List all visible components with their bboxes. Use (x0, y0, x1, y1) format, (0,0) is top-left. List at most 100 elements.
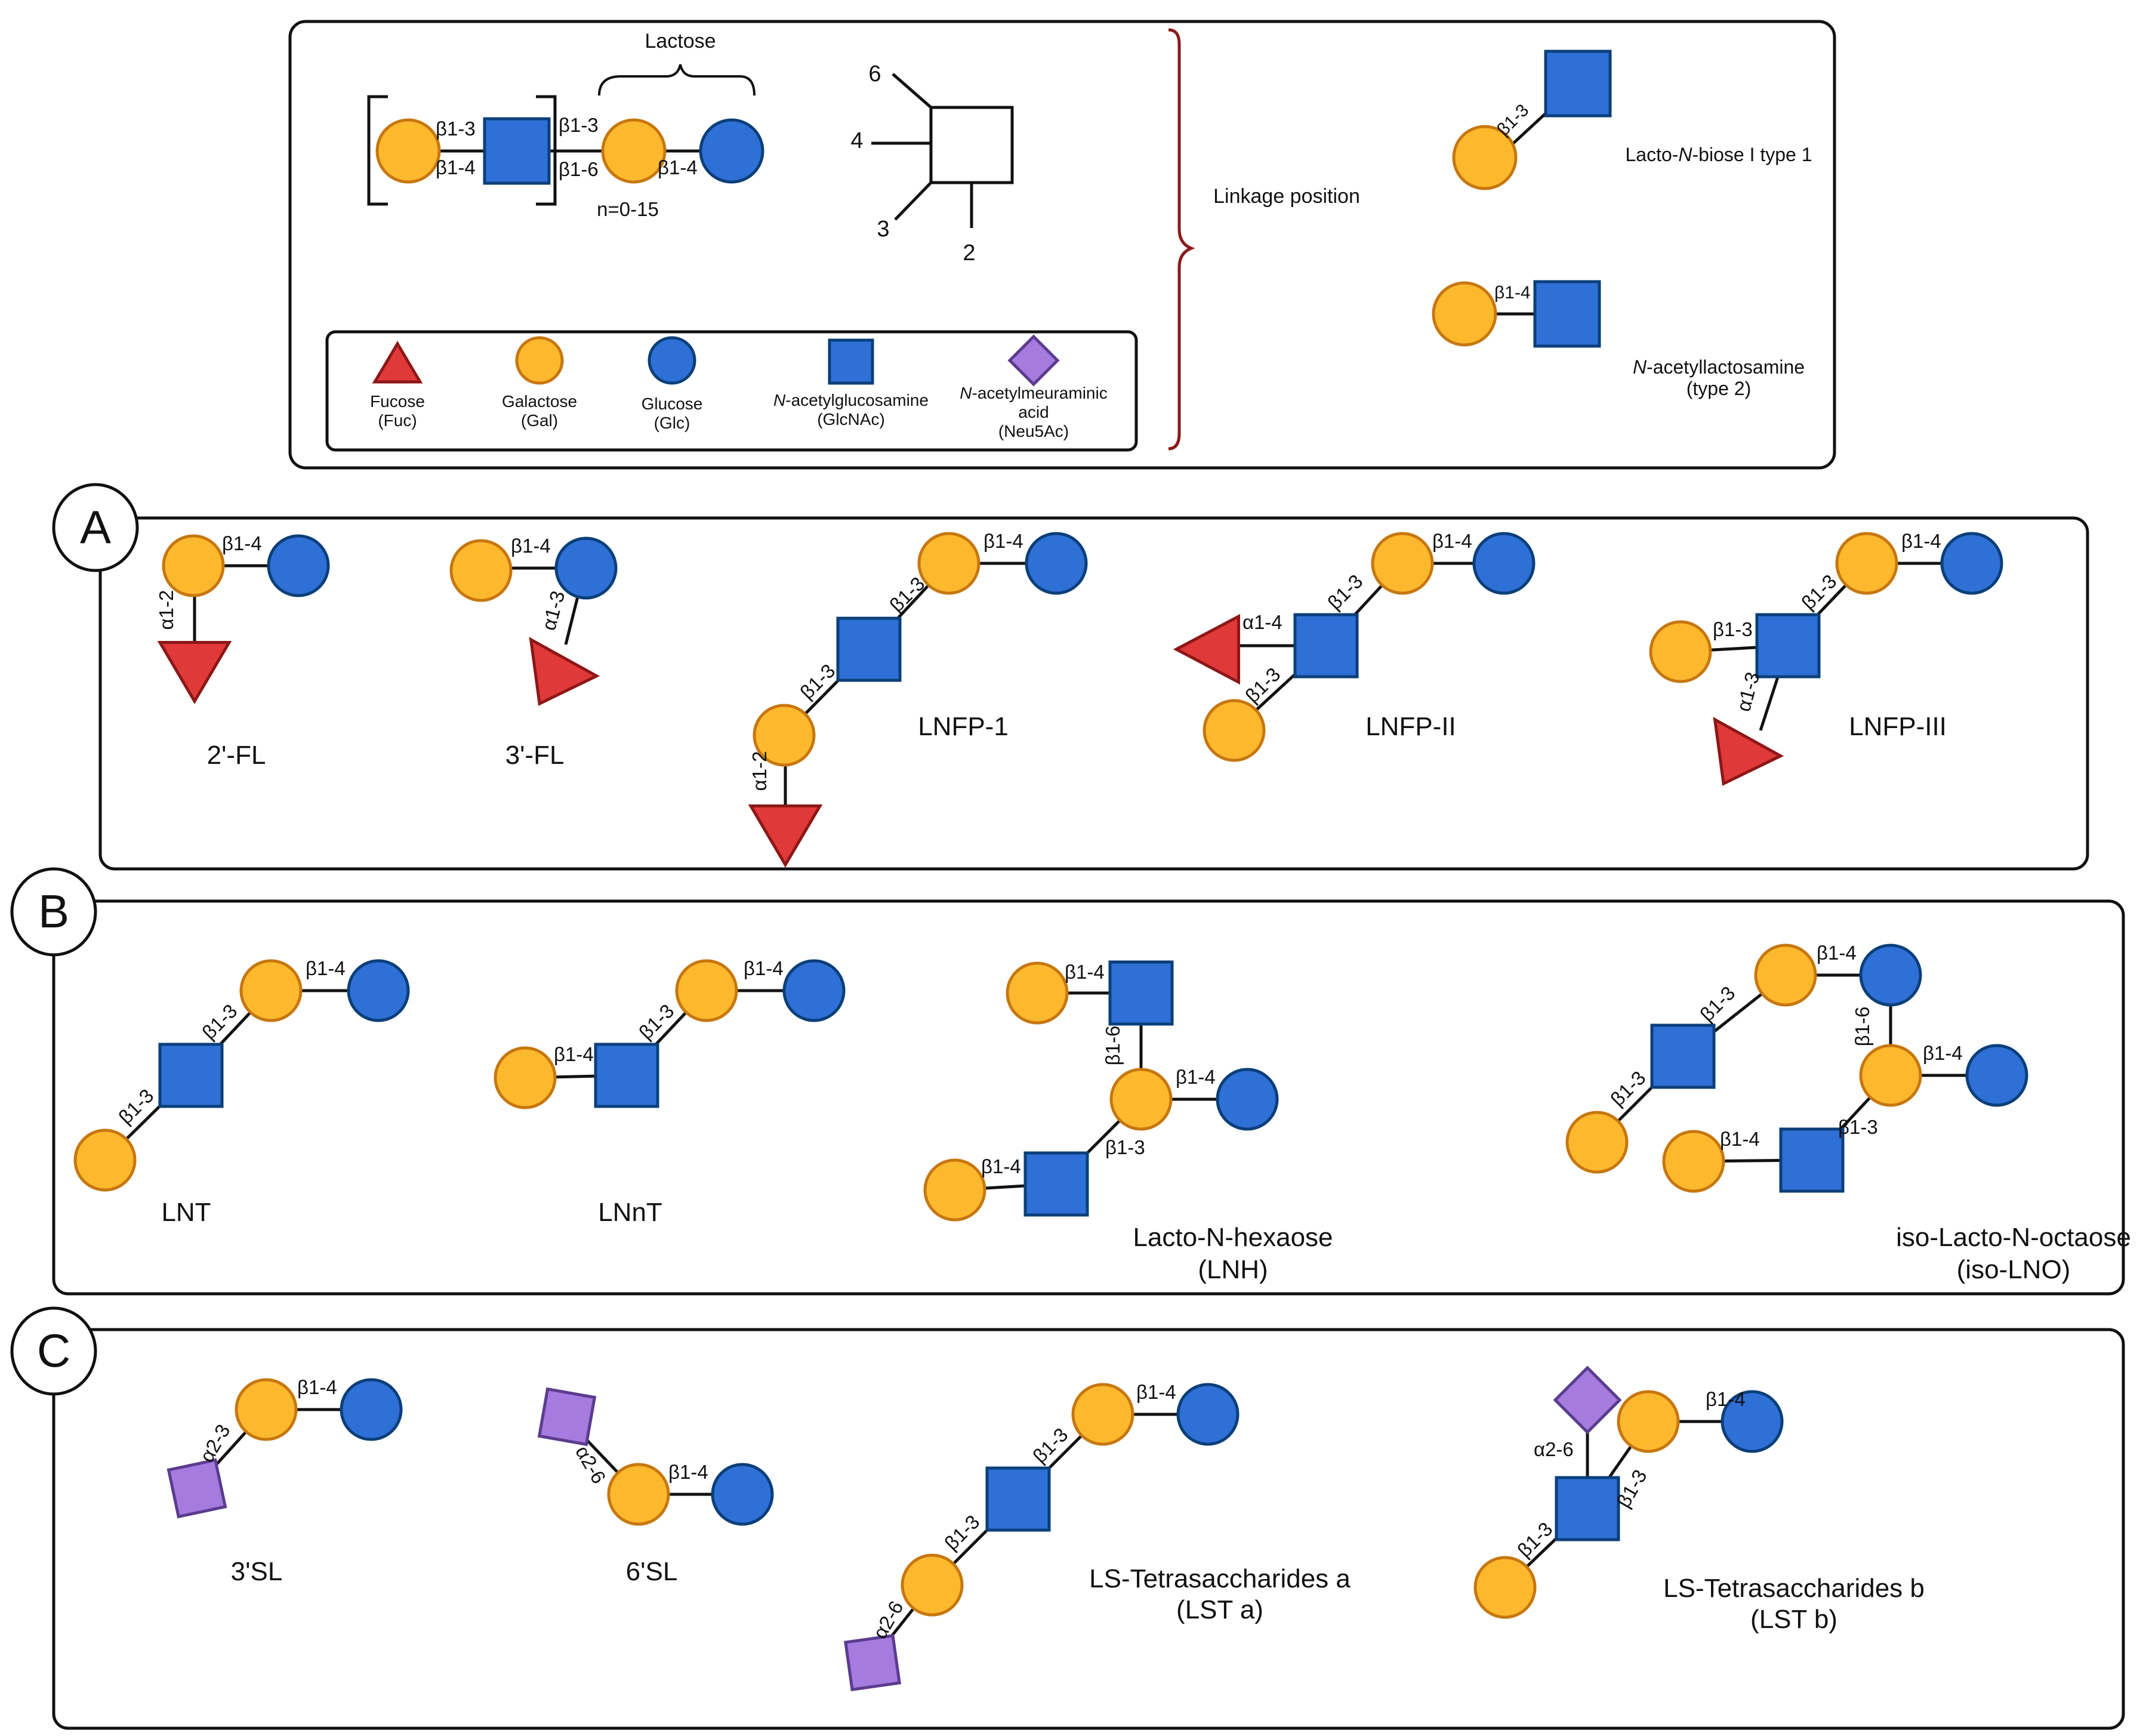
link-label: β1-3 (1028, 1423, 1072, 1467)
structure-name: LNFP-II (1365, 712, 1456, 741)
galactose-circle (235, 1378, 298, 1441)
galactose-circle (917, 532, 981, 595)
glucose-circle (340, 1378, 403, 1441)
panel-c-box (52, 1328, 2125, 1730)
glucose-circle (1721, 1390, 1784, 1453)
link-label: β1-4 (1706, 1388, 1746, 1410)
structure-name: 2'-FL (207, 741, 266, 770)
galactose-circle (1109, 1068, 1173, 1131)
glucose-circle (347, 959, 410, 1022)
galactose-circle (901, 1553, 964, 1617)
type1-name: Lacto-N-biose I type 1 (1625, 144, 1812, 165)
repeat-bracket-left (367, 95, 388, 206)
galactose-circle (515, 336, 564, 385)
neu5ac-symbol (167, 1458, 227, 1519)
link-label: β1-3 (436, 118, 476, 140)
neu5ac-diamond (1553, 1365, 1622, 1435)
key-label: Fucose (370, 392, 425, 411)
link-label: β1-4 (1901, 530, 1941, 552)
link-label: β1-3 (1241, 663, 1284, 707)
type2-name: N-acetyllactosamine (1633, 356, 1805, 378)
link-label: β1-3 (1105, 1136, 1145, 1158)
legend-box (288, 20, 1836, 470)
panel-letter: C (37, 1324, 70, 1377)
fucose-triangle (529, 637, 600, 706)
fucose-triangle (372, 341, 423, 384)
glucose-circle (1025, 532, 1088, 595)
link-label: β1-4 (222, 532, 262, 554)
galactose-circle (494, 1046, 557, 1109)
galactose-circle (1006, 961, 1069, 1025)
panel-letter: B (38, 885, 69, 938)
galactose-circle (1371, 532, 1434, 595)
link-label: β1-3 (1513, 1518, 1556, 1561)
galactose-circle (1662, 1130, 1725, 1193)
glucose-circle (782, 959, 846, 1022)
lactose-brace (598, 64, 756, 96)
key-label: (Glc) (654, 414, 690, 432)
glcnac-square (158, 1043, 224, 1108)
galactose-circle (449, 539, 513, 602)
linkage-brace (1168, 28, 1195, 451)
glcnac-square (828, 338, 874, 385)
link-label: β1-3 (559, 114, 599, 136)
key-label: (Neu5Ac) (998, 422, 1069, 440)
link-label: α2-3 (195, 1420, 234, 1466)
glcnac-square (1555, 1476, 1620, 1541)
structure-name: 3'SL (231, 1557, 283, 1586)
position-number: 4 (850, 128, 863, 153)
lactose-label: Lactose (645, 30, 716, 53)
link-label: β1-4 (744, 957, 784, 979)
glcnac-square (1650, 1023, 1716, 1089)
key-label: N-acetylmeuraminic (960, 384, 1107, 402)
structure-name: LNFP-III (1849, 712, 1947, 741)
position-number: 6 (868, 61, 881, 87)
glcnac-square (483, 117, 551, 185)
glucose-circle (1472, 532, 1536, 595)
link-label: β1-4 (1817, 942, 1857, 964)
glucose-circle (648, 336, 696, 385)
repeat-bracket-right (536, 95, 557, 206)
link-label: β1-4 (658, 156, 698, 178)
panel-letter: A (80, 501, 111, 553)
galactose-circle (607, 1463, 670, 1526)
link-label: β1-4 (1494, 283, 1531, 303)
glucose-circle (699, 118, 764, 184)
link-label: β1-3 (1797, 570, 1840, 613)
structure-name: 3'-FL (505, 741, 565, 770)
link-label: β1-3 (1695, 982, 1739, 1025)
key-box (325, 330, 1138, 452)
glcnac-square (1293, 613, 1359, 679)
panel-b-box (52, 899, 2125, 1296)
panel-frames (10, 20, 2125, 1730)
glcnac-square (1779, 1127, 1845, 1193)
neu5ac-diamond (1007, 334, 1060, 387)
key-label: N-acetylglucosamine (773, 391, 929, 409)
galactose-circle (162, 534, 225, 597)
glcnac-square (594, 1043, 659, 1108)
galactose-circle (1565, 1111, 1629, 1174)
link-label: β1-4 (436, 156, 476, 178)
monosaccharide-symbols (73, 50, 2028, 1692)
link-label: α1-2 (155, 590, 177, 630)
neu5ac-symbol (537, 1387, 597, 1447)
link-label: β1-6 (559, 158, 599, 180)
panel-letter-circle (10, 867, 97, 957)
galactose-circle (1432, 281, 1497, 347)
galactose-circle (1649, 620, 1712, 683)
link-label: β1-3 (940, 1510, 983, 1554)
key-label: (GlcNAc) (817, 410, 885, 428)
bond-pos-3 (894, 181, 932, 221)
fucose-triangle (748, 804, 823, 868)
link-label: β1-4 (1432, 530, 1472, 552)
key-label: Glucose (642, 394, 703, 413)
glcnac-square (1755, 613, 1821, 679)
link-label: β1-3 (198, 1000, 241, 1043)
galactose-circle (1452, 125, 1518, 190)
position-number: 2 (963, 240, 975, 266)
structure-name: (LST a) (1176, 1595, 1263, 1624)
link-label: β1-4 (1923, 1042, 1963, 1064)
link-label: β1-3 (1713, 618, 1753, 640)
